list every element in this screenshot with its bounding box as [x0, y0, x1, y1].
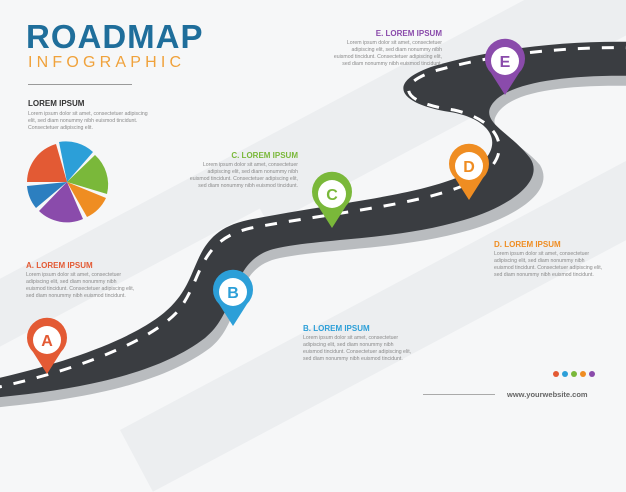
page-subtitle: INFOGRAPHIC	[28, 54, 186, 71]
map-pin-a[interactable]: A	[27, 317, 67, 374]
intro-heading: LOREM IPSUM	[28, 99, 85, 108]
roadmap-illustration: A B C D E	[0, 38, 626, 408]
map-pin-c[interactable]: C	[312, 171, 352, 228]
pie-slice	[67, 182, 106, 217]
pie-slice	[27, 144, 67, 182]
page-title: ROADMAP	[26, 18, 204, 55]
svg-text:A: A	[41, 333, 53, 350]
svg-text:E: E	[500, 54, 511, 71]
color-dot	[580, 371, 586, 377]
color-dot	[562, 371, 568, 377]
pie-slice	[59, 141, 93, 182]
svg-text:B: B	[227, 285, 239, 302]
milestone-a-body: Lorem ipsum dolor sit amet, consectetuer…	[26, 272, 135, 299]
footer-color-dots	[553, 371, 595, 377]
milestone-b-heading: B. LOREM IPSUM	[303, 324, 370, 333]
milestone-c-body: Lorem ipsum dolor sit amet, consectetuer…	[189, 162, 298, 189]
milestone-c-heading: C. LOREM IPSUM	[231, 151, 298, 160]
svg-text:D: D	[463, 159, 475, 176]
pie-slice	[27, 182, 67, 208]
intro-body: Lorem ipsum dolor sit amet, consectetuer…	[28, 111, 148, 131]
map-pin-e[interactable]: E	[485, 38, 525, 95]
pie-chart	[27, 141, 109, 223]
color-dot	[571, 371, 577, 377]
title-divider	[28, 84, 132, 85]
milestone-e-body: Lorem ipsum dolor sit amet, consectetuer…	[333, 40, 442, 67]
milestone-e-heading: E. LOREM IPSUM	[375, 29, 442, 38]
road-surface	[0, 41, 626, 398]
color-dot	[589, 371, 595, 377]
color-dot	[553, 371, 559, 377]
milestone-b-body: Lorem ipsum dolor sit amet, consectetuer…	[303, 335, 412, 362]
map-pin-b[interactable]: B	[213, 269, 253, 326]
footer-divider	[423, 394, 495, 395]
pie-slice	[39, 182, 83, 223]
milestone-a-heading: A. LOREM IPSUM	[26, 261, 93, 270]
pie-slice	[67, 155, 109, 194]
milestone-d-body: Lorem ipsum dolor sit amet, consectetuer…	[494, 251, 603, 278]
svg-text:C: C	[326, 187, 338, 204]
road-center-line	[0, 46, 626, 389]
milestone-d-heading: D. LOREM IPSUM	[494, 240, 561, 249]
map-pin-d[interactable]: D	[449, 143, 489, 200]
website-link[interactable]: www.yourwebsite.com	[507, 390, 588, 399]
